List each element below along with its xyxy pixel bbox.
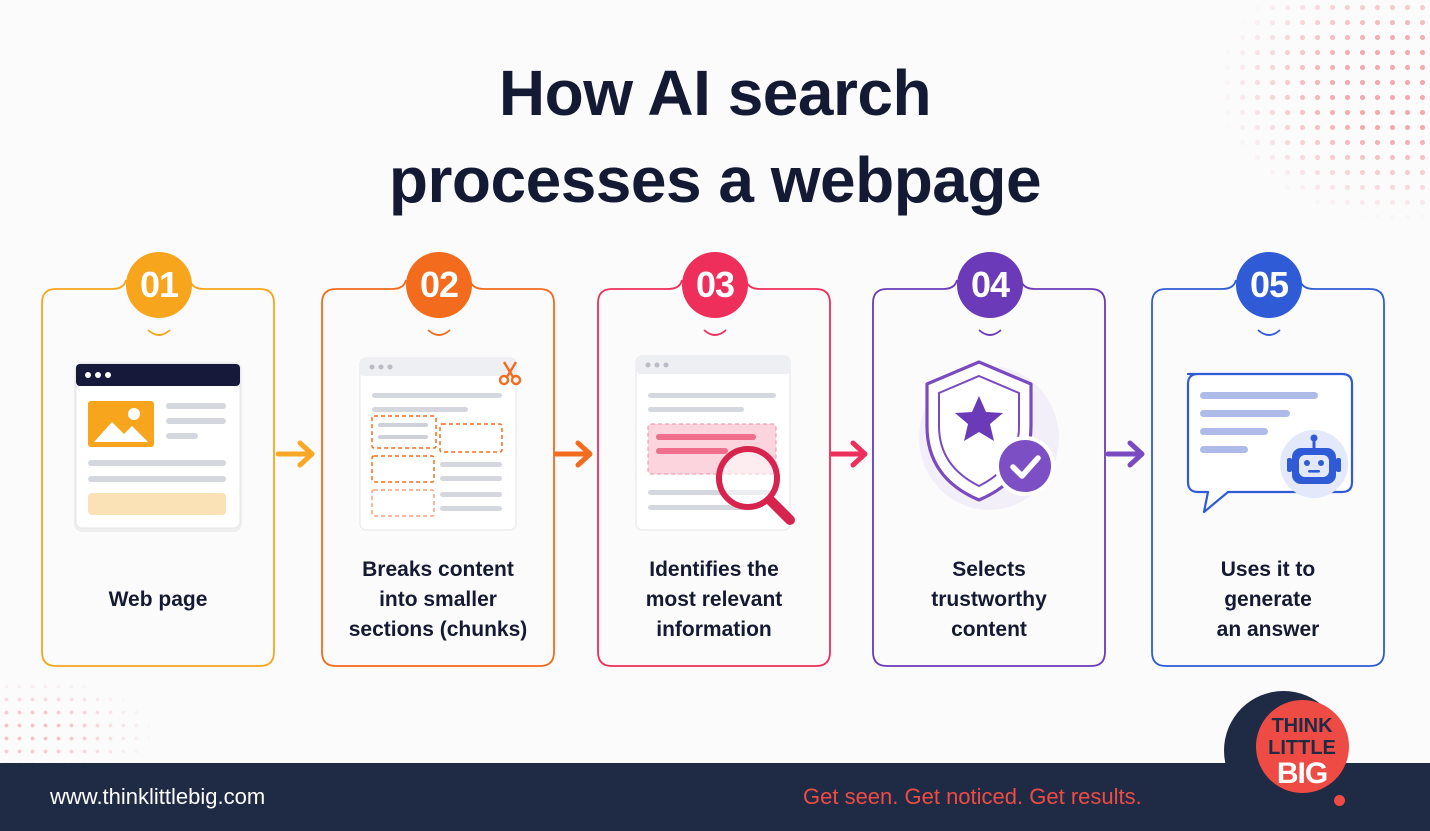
step-5-number-badge: 05: [1236, 252, 1302, 318]
step-4-card: 04 Selects trustworthy content: [871, 250, 1107, 670]
title-line-2: processes a webpage: [388, 144, 1042, 216]
step-3-number-badge: 03: [682, 252, 748, 318]
flow-arrow-4-icon: [1106, 440, 1145, 468]
footer-bar: www.thinklittlebig.com Get seen. Get not…: [0, 763, 1430, 831]
scissors-icon: [498, 361, 522, 386]
shield-star-check-icon: [891, 350, 1087, 540]
logo-line-think: THINK: [1271, 715, 1333, 737]
website-link[interactable]: www.thinklittlebig.com: [50, 784, 266, 809]
decorative-dots-bottom-left: [0, 680, 150, 765]
step-1-label-line: Web page: [108, 588, 208, 611]
step-2-label-line: sections (chunks): [348, 618, 528, 641]
logo-inner-circle: [1256, 700, 1349, 793]
step-2-frame: [321, 279, 555, 667]
step-4-frame: [872, 279, 1106, 667]
step-5-label-line: an answer: [1216, 618, 1320, 641]
step-1-card: 01 Web page: [40, 250, 276, 670]
step-1-frame: [41, 279, 275, 667]
page-title: How AI search processes a webpage: [0, 50, 1430, 224]
step-2-label-line: Breaks content: [362, 558, 514, 581]
step-5-label-line: Uses it to: [1220, 558, 1316, 581]
step-3-label-line: information: [656, 618, 772, 641]
step-4-number-badge: 04: [957, 252, 1023, 318]
step-4-label: Selects trustworthy content: [879, 550, 1099, 650]
step-3-label-line: most relevant: [645, 588, 783, 611]
webpage-icon: [60, 350, 256, 540]
step-2-number-badge: 02: [406, 252, 472, 318]
decorative-dots-top-right: [1220, 0, 1430, 220]
footer-tagline: Get seen. Get noticed. Get results.: [803, 784, 1142, 809]
step-4-label-line: content: [951, 618, 1027, 641]
step-5-label: Uses it to generate an answer: [1158, 550, 1378, 650]
step-2-card: 02 Breaks content into smaller s: [320, 250, 556, 670]
step-3-card: 03 Identifies the most relevant informat…: [596, 250, 832, 670]
step-5-label-line: generate: [1224, 588, 1312, 611]
step-1-label: Web page: [48, 550, 268, 650]
step-5-card: 05 Uses it to generate an answer: [1150, 250, 1386, 670]
magnifier-icon: [616, 350, 812, 540]
step-3-label-line: Identifies the: [649, 558, 779, 581]
step-4-label-line: trustworthy: [931, 588, 1047, 611]
step-2-label: Breaks content into smaller sections (ch…: [328, 550, 548, 650]
flow-arrow-3-icon: [829, 440, 868, 468]
chat-bot-icon: [1170, 350, 1366, 540]
step-4-label-line: Selects: [952, 558, 1026, 581]
logo-line-big: BIG: [1276, 757, 1328, 790]
step-3-label: Identifies the most relevant information: [604, 550, 824, 650]
brand-logo: THINK LITTLE BIG: [1262, 715, 1342, 789]
step-1-number-badge: 01: [126, 252, 192, 318]
flow-arrow-1-icon: [276, 440, 315, 468]
flow-arrow-2-icon: [554, 440, 593, 468]
scissors-chunks-icon: [340, 350, 536, 540]
title-line-1: How AI search: [498, 57, 932, 129]
logo-dot: [1334, 795, 1345, 806]
step-2-label-line: into smaller: [379, 588, 497, 611]
logo-line-little: LITTLE: [1268, 737, 1336, 759]
